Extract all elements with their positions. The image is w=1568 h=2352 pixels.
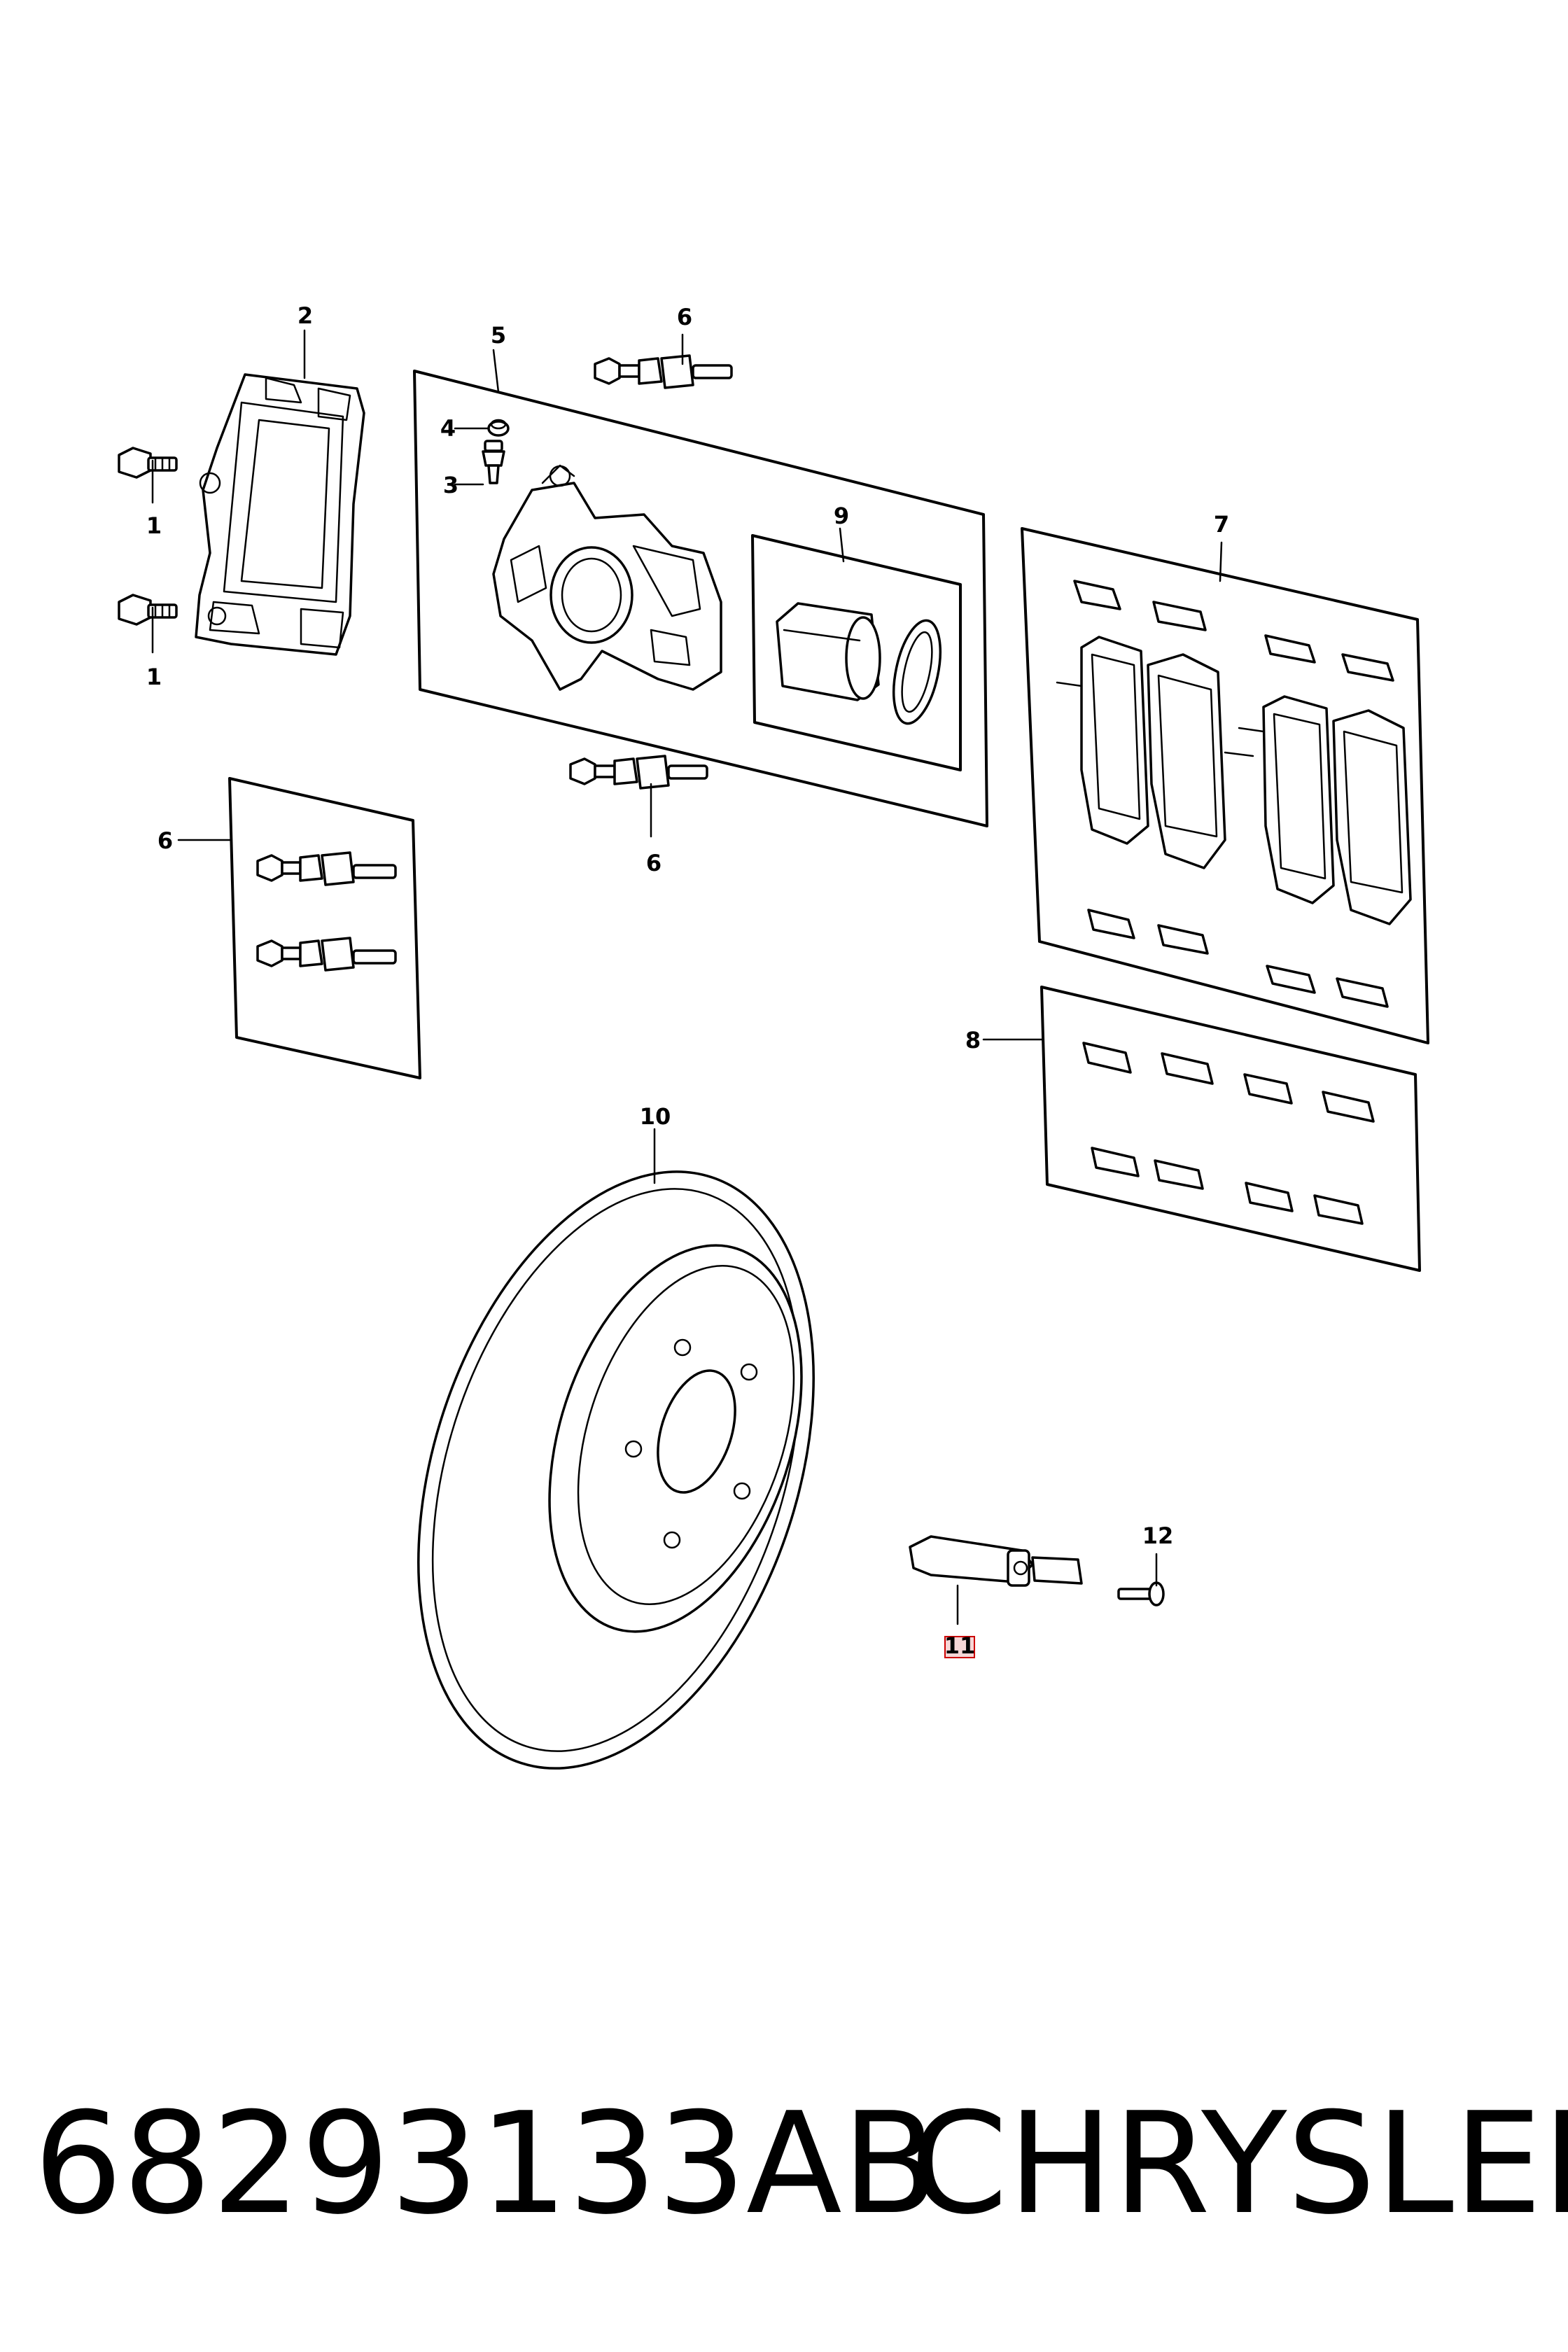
brake-rotor bbox=[417, 1170, 815, 1770]
callout-6-bottom: 6 bbox=[646, 850, 662, 876]
callout-6-left: 6 bbox=[158, 827, 173, 854]
callout-11-highlight bbox=[944, 1636, 975, 1658]
guide-pin-top bbox=[594, 354, 733, 389]
callout-1-lower: 1 bbox=[146, 664, 162, 690]
callout-4: 4 bbox=[440, 415, 456, 442]
callout-leaders bbox=[151, 329, 1223, 1625]
bracket-bolt-upper bbox=[118, 447, 178, 479]
callout-10: 10 bbox=[640, 1103, 671, 1130]
callout-1-upper: 1 bbox=[146, 512, 162, 539]
wheel-speed-sensor bbox=[909, 1535, 1083, 1587]
brake-pad-kit-panel bbox=[1021, 527, 1429, 1044]
bleeder-screw bbox=[482, 440, 505, 484]
guide-pin-bottom bbox=[569, 755, 708, 790]
callout-8: 8 bbox=[965, 1027, 981, 1054]
callout-9: 9 bbox=[834, 503, 849, 529]
callout-2: 2 bbox=[298, 302, 313, 329]
part-number: 68293133AB bbox=[34, 2082, 938, 2246]
callout-11: 11 bbox=[944, 1632, 976, 1659]
bracket-bolt-lower bbox=[118, 594, 178, 626]
brand-name: CHRYSLER bbox=[910, 2082, 1568, 2246]
bleeder-cap bbox=[487, 419, 510, 437]
piston-seal-panel bbox=[751, 534, 962, 771]
callout-12: 12 bbox=[1142, 1522, 1174, 1549]
guide-pin-kit-panel bbox=[228, 777, 421, 1079]
caliper-bracket bbox=[195, 373, 365, 656]
pad-clip-kit-panel bbox=[1040, 986, 1421, 1272]
callout-6-top: 6 bbox=[677, 304, 692, 330]
caliper-kit-panel bbox=[413, 370, 988, 827]
callout-3: 3 bbox=[443, 472, 458, 498]
callout-7: 7 bbox=[1214, 511, 1229, 538]
callout-5: 5 bbox=[491, 322, 506, 349]
